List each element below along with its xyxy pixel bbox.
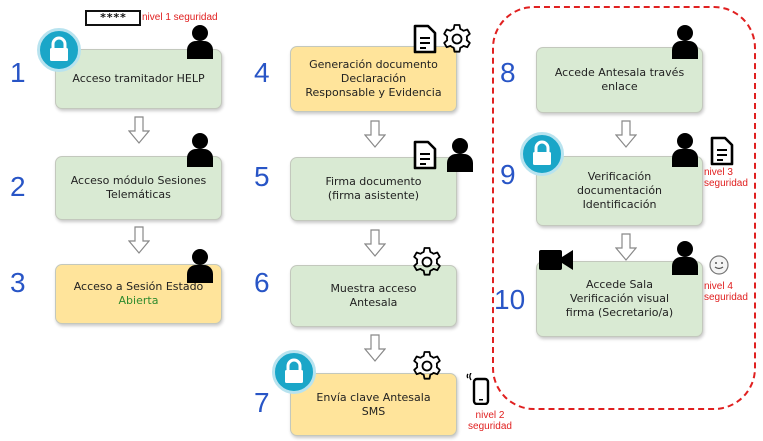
step-6-number: 6 [254,267,270,298]
step-8-line-2: enlace [601,80,638,93]
step-7-box: Envía clave Antesala SMS [290,373,457,436]
step-5-line-2: (firma asistente) [327,189,420,202]
step-4-line-1: Generación documento [309,58,438,71]
security-level-4-line-1: nivel 4 [704,281,733,292]
down-arrow-icon [127,226,151,258]
step-2-number: 2 [10,171,26,202]
security-level-2-label: nivel 2 seguridad [458,410,522,432]
lock-icon [520,132,564,176]
step-4-number: 4 [254,57,270,88]
step-10-line-2: Verificación visual [569,292,670,305]
security-level-4-line-2: seguridad [704,292,748,303]
lock-icon [272,350,316,394]
step-8-box: Accede Antesala través enlace [536,47,703,113]
person-icon [671,132,699,168]
step-5-line-1: Firma documento [325,175,422,188]
password-field: **** [85,10,141,26]
step-1-number: 1 [10,57,26,88]
remote-access-region [492,6,756,410]
step-10-line-3: firma (Secretario/a) [565,306,674,319]
person-icon [186,132,214,168]
person-icon [186,24,214,60]
gear-icon [441,23,473,55]
step-6-line-2: Antesala [349,296,398,309]
person-icon [671,240,699,276]
person-icon [671,24,699,60]
security-level-2-line-1: nivel 2 [475,410,505,421]
step-4-box: Generación documento Declaración Respons… [290,46,457,112]
security-level-3-label: nivel 3 seguridad [704,167,748,189]
document-icon [413,140,437,170]
step-9-number: 9 [500,159,516,190]
security-level-3-line-2: seguridad [704,178,748,189]
step-4-line-2: Declaración [340,72,407,85]
security-level-4-label: nivel 4 seguridad [704,281,748,303]
step-3-box: Acceso a Sesión Estado Abierta [55,264,222,324]
step-5-number: 5 [254,161,270,192]
step-3-number: 3 [10,267,26,298]
down-arrow-icon [363,120,387,152]
person-icon [186,248,214,284]
step-8-number: 8 [500,57,516,88]
down-arrow-icon [363,334,387,366]
down-arrow-icon [614,120,638,152]
step-7-number: 7 [254,387,270,418]
step-10-line-1: Accede Sala [586,278,653,291]
step-4-line-3: Responsable y Evidencia [305,86,442,99]
step-6-line-1: Muestra acceso [330,282,417,295]
document-icon [413,24,437,54]
down-arrow-icon [363,229,387,261]
lock-icon [37,28,81,72]
video-camera-icon [538,248,574,272]
security-level-2-line-2: seguridad [468,421,512,432]
step-1-box: Acceso tramitador HELP [55,49,222,109]
security-level-1-label: nivel 1 seguridad [142,12,218,23]
security-level-3-line-1: nivel 3 [704,167,733,178]
step-2-line-1: Acceso módulo Sesiones [70,174,207,187]
smiley-icon [708,254,730,276]
step-7-line-1: Envía clave Antesala [316,390,431,404]
gear-icon [411,246,443,278]
gear-icon [411,350,443,382]
step-8-line-1: Accede Antesala través [554,66,685,79]
step-10-number: 10 [494,284,526,315]
step-9-box: Verificación documentación Identificació… [536,156,703,226]
step-9-line-2: documentación [576,184,663,197]
step-1-line: Acceso tramitador HELP [72,72,205,85]
step-9-line-1: Verificación [587,170,652,183]
phone-icon [466,373,492,405]
step-7-line-2: SMS [361,404,386,418]
person-icon [446,137,474,173]
down-arrow-icon [127,116,151,148]
step-2-box: Acceso módulo Sesiones Telemáticas [55,156,222,220]
down-arrow-icon [614,233,638,265]
step-9-line-3: Identificación [582,198,657,211]
step-2-line-2: Telemáticas [106,188,171,201]
step-3-status: Abierta [118,294,159,307]
step-3-line-1: Acceso a Sesión Estado [73,280,204,293]
document-icon [710,136,734,166]
